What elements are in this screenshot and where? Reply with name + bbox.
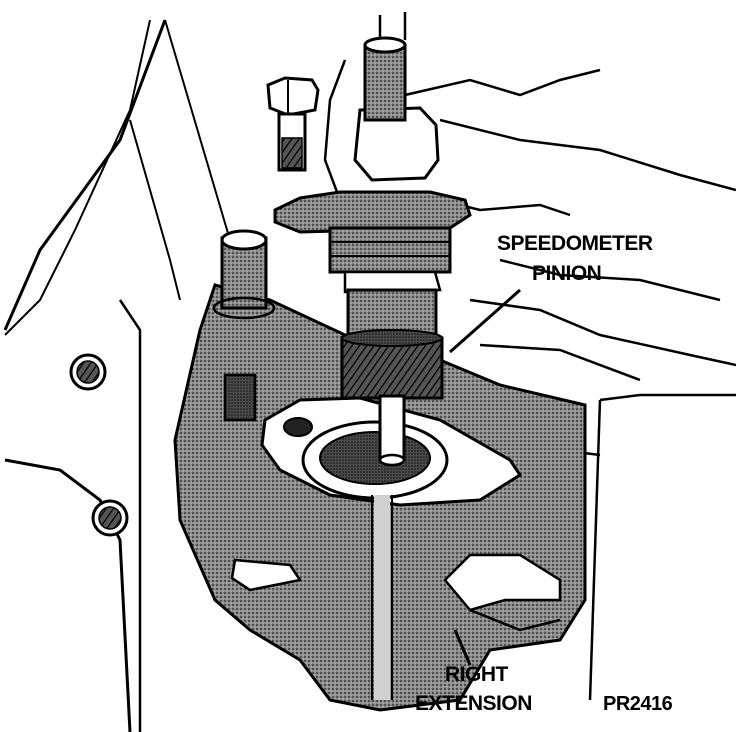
extension-leader	[453, 629, 472, 666]
extension-label-line2: EXTENSION	[415, 692, 532, 715]
speedometer-label-line1: SPEEDOMETER	[497, 232, 653, 255]
vent-cap	[212, 229, 276, 320]
leader-lines	[449, 288, 521, 666]
case-bolt-upper	[69, 353, 107, 391]
hand-illustration	[323, 12, 736, 382]
speedometer-leader	[449, 288, 521, 354]
housing-lug	[223, 373, 257, 422]
thumb	[353, 106, 440, 182]
retaining-bolt	[266, 76, 320, 172]
speedometer-pinion-assembly	[273, 36, 472, 467]
speedometer-label-line2: PINION	[532, 262, 601, 285]
extension-label-line1: RIGHT	[445, 663, 509, 686]
case-bolt-lower	[91, 499, 129, 537]
figure-code: PR2416	[603, 693, 673, 715]
extension-housing	[173, 283, 587, 712]
transmission-case	[3, 19, 231, 732]
